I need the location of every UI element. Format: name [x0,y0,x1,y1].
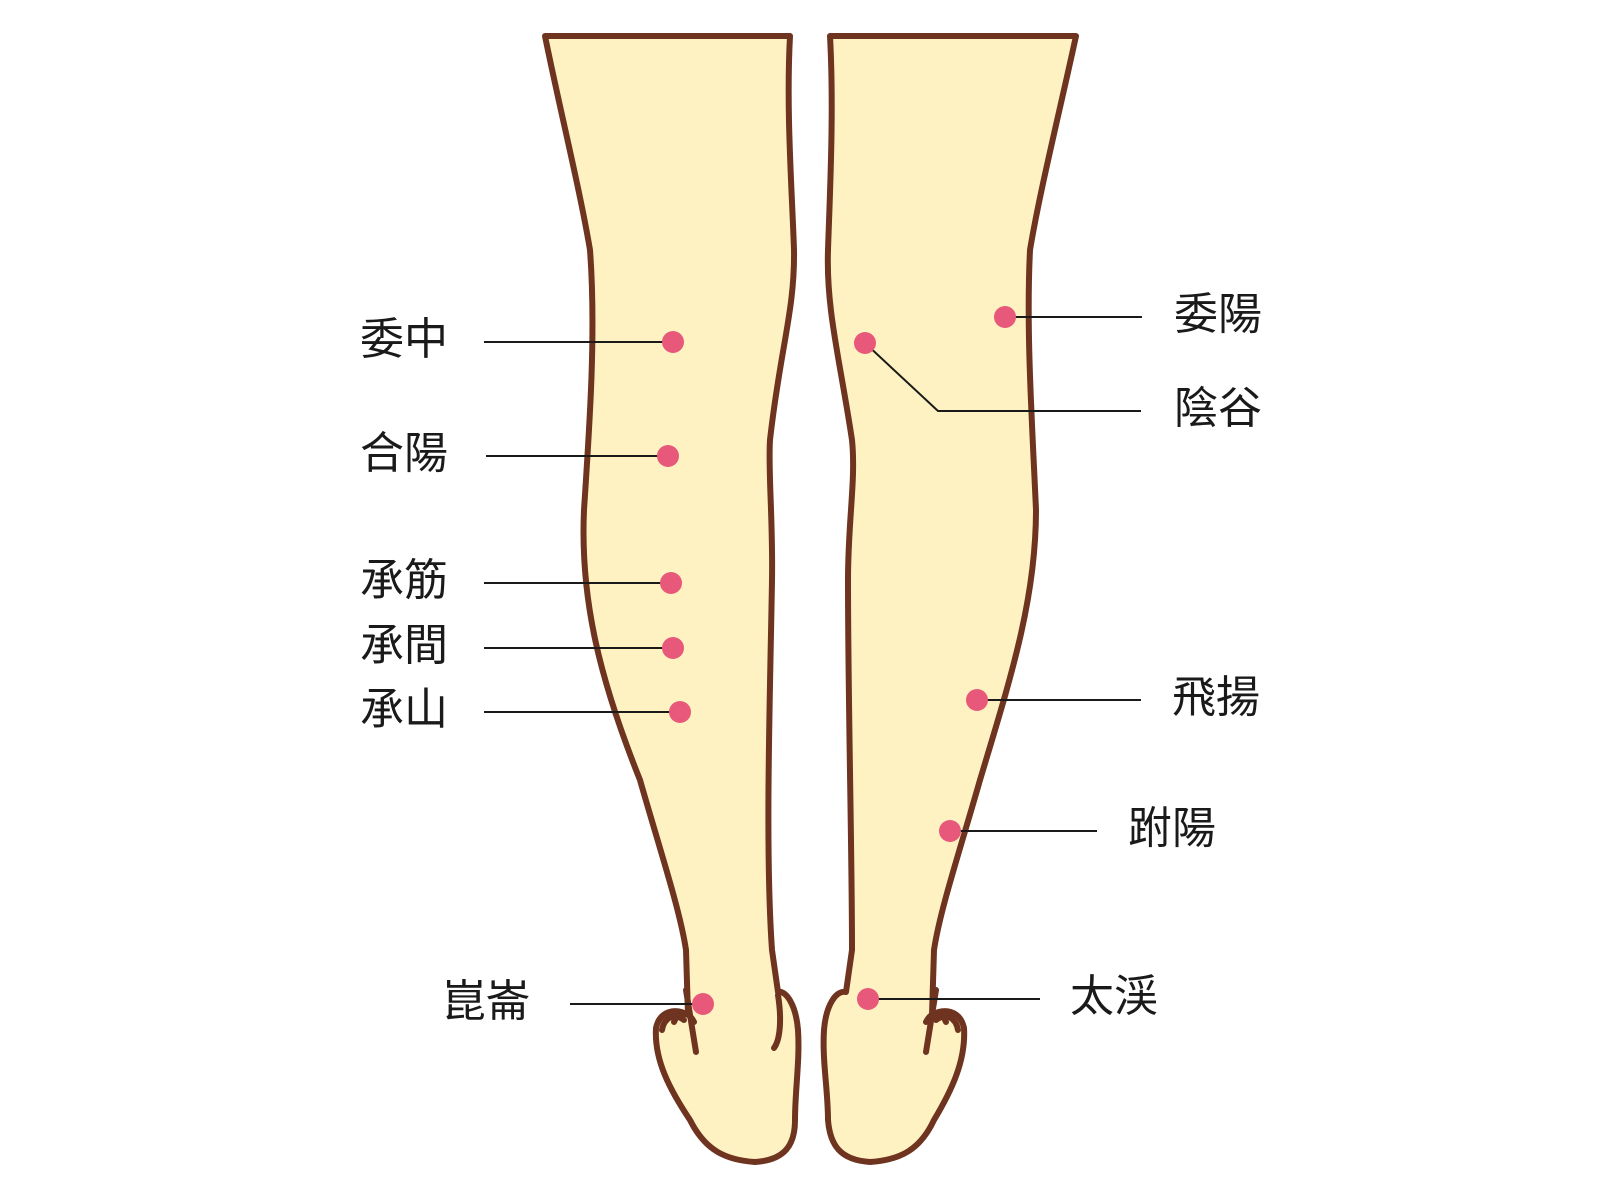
acupoint-dot [692,993,714,1015]
point-fuyo: 跗陽 [939,803,1216,854]
right-points: 委陽 陰谷 飛揚 跗陽 太渓 [854,289,1262,1022]
point-label: 跗陽 [1128,803,1216,854]
left-leg-shape [542,33,802,1165]
acupoint-dot [939,820,961,842]
point-label: 承筋 [360,555,448,606]
point-shokan: 承間 [360,620,684,671]
point-label: 太渓 [1070,971,1158,1022]
left-heel-line [771,992,784,1051]
acupoint-dot [662,637,684,659]
acupoint-dot [657,445,679,467]
point-label: 承山 [360,684,448,735]
point-label: 承間 [360,620,448,671]
point-label: 飛揚 [1172,672,1260,723]
point-shozan: 承山 [360,684,691,735]
point-label: 陰谷 [1174,383,1262,434]
acupoint-dot [662,331,684,353]
point-konron: 崑崙 [442,976,714,1027]
point-taikei: 太渓 [857,971,1158,1022]
leader-line [864,342,1141,412]
acupoint-dot [660,572,682,594]
point-shokin: 承筋 [360,555,682,606]
point-goyo: 合陽 [360,428,679,479]
left-points: 委中 合陽 承筋 承間 承山 崑崙 [360,314,714,1027]
point-inkoku: 陰谷 [854,332,1262,434]
point-label: 崑崙 [442,976,530,1027]
acupoint-dot [994,306,1016,328]
point-label: 委陽 [1174,289,1262,340]
left-ankle-line [683,987,699,1055]
acupoint-dot [966,689,988,711]
right-ankle-line [923,987,939,1055]
acupoint-dot [857,988,879,1010]
acupoint-dot [669,701,691,723]
point-ichu: 委中 [360,314,684,365]
point-label: 合陽 [360,428,448,479]
point-iyo: 委陽 [994,289,1262,340]
acupoint-dot [854,332,876,354]
point-hiyo: 飛揚 [966,672,1260,723]
left-leg [542,33,802,1165]
point-label: 委中 [360,314,448,365]
